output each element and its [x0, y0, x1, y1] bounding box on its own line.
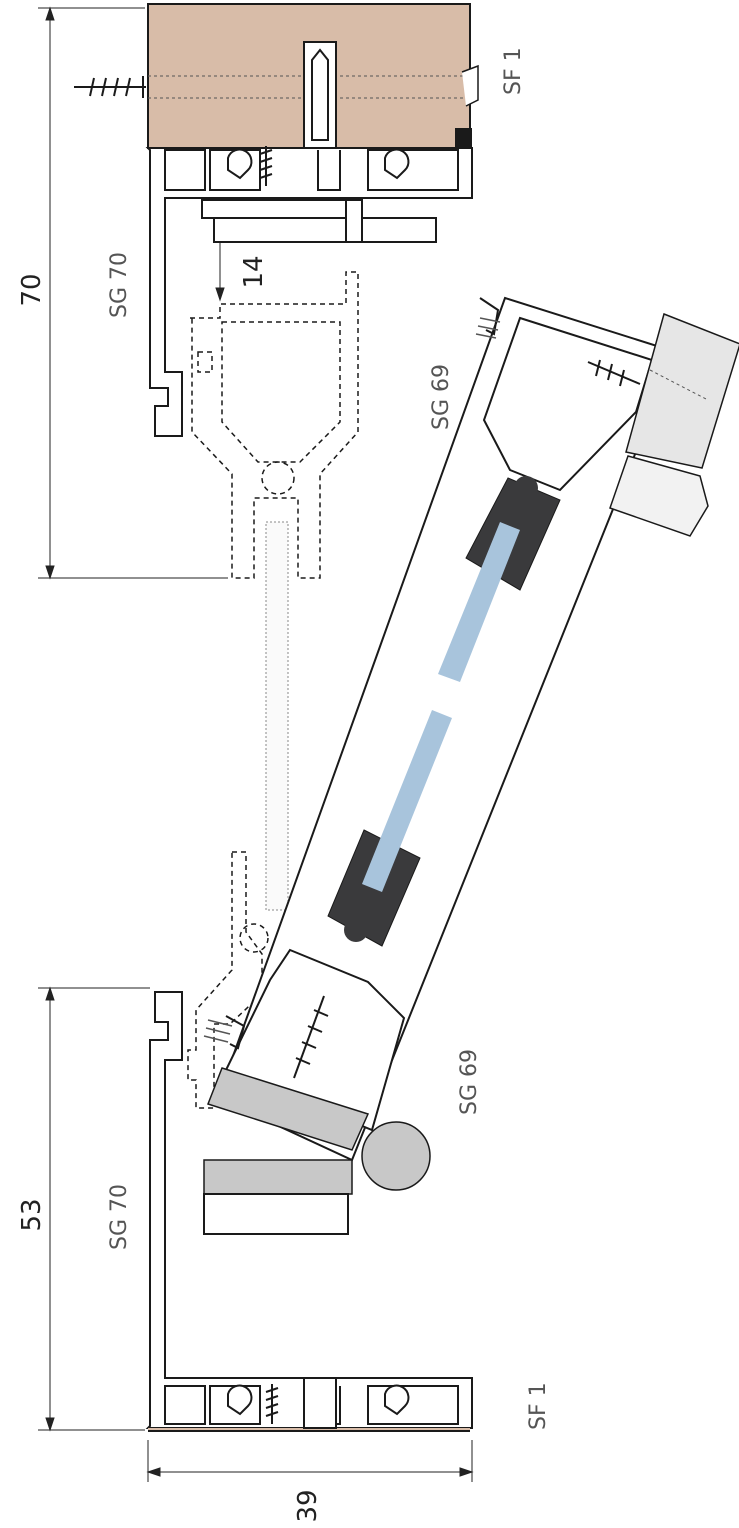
wedge-top [461, 64, 479, 107]
label-sg69-top: SG 69 [429, 364, 454, 430]
sash-dashed-bar [265, 521, 289, 911]
screw-sash-top [587, 359, 641, 387]
dimension-70 [38, 6, 228, 580]
screw-top-left [74, 76, 146, 98]
dimension-53-label: 53 [17, 1198, 47, 1231]
dimension-14-label: 14 [239, 255, 269, 288]
screw-sash-bottom [293, 995, 329, 1079]
dimension-53 [38, 986, 150, 1432]
hinge-top [609, 312, 739, 537]
clip-bottom [303, 1377, 337, 1429]
dimension-70-label: 70 [17, 273, 47, 306]
screw-bottom-mid [265, 1384, 279, 1424]
label-sg69-bottom: SG 69 [457, 1049, 482, 1115]
dimension-39-label: 39 [293, 1489, 323, 1522]
sash-dashed-top [190, 271, 359, 579]
label-sf1-bottom: SF 1 [526, 1382, 551, 1430]
profile-sg70-top [145, 147, 473, 437]
screw-top-mid [259, 146, 273, 186]
label-sg70-top: SG 70 [107, 252, 132, 318]
sash-dashed-bottom [187, 851, 269, 1109]
hinge-bottom [203, 1067, 431, 1235]
wood-block-bottom [148, 1428, 470, 1432]
brush-bottom [203, 1019, 233, 1043]
profile-sg70-bottom [145, 991, 473, 1429]
shoe-top [201, 199, 437, 243]
label-sg70-bottom: SG 70 [107, 1184, 132, 1250]
dimension-39 [146, 1440, 474, 1482]
clip-top [303, 41, 337, 149]
label-sf1-top: SF 1 [501, 47, 526, 95]
brush-top [475, 317, 501, 339]
